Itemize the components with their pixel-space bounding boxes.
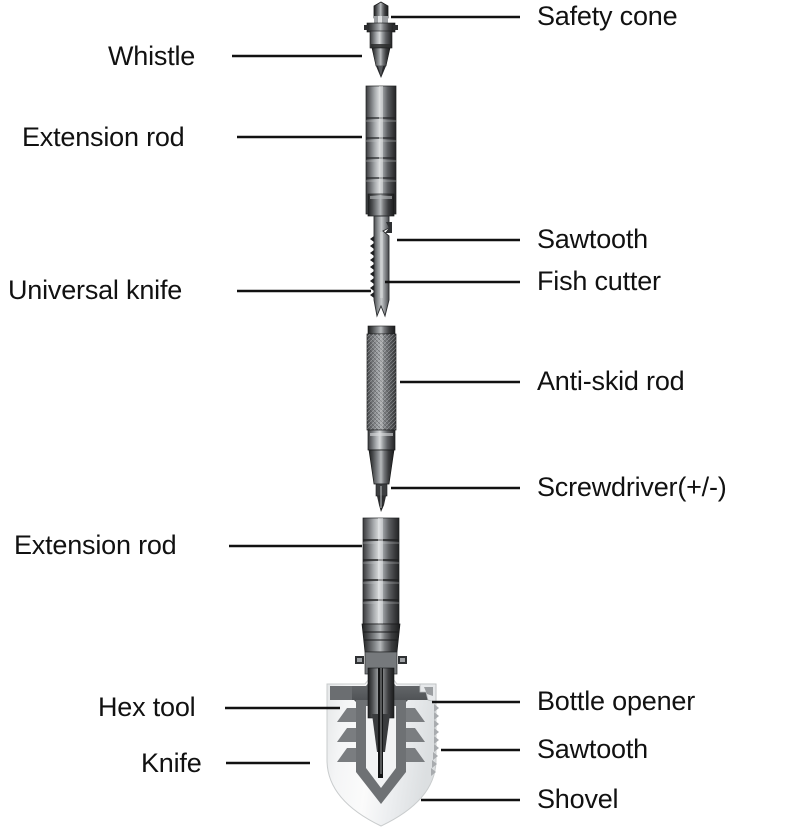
callout-label-fish-cutter: Fish cutter — [537, 266, 661, 296]
callout-label-whistle: Whistle — [108, 41, 196, 71]
screwdriver-bit — [375, 483, 388, 512]
callout-label-hex-tool: Hex tool — [98, 692, 196, 722]
callout-label-sawtooth-bottom: Sawtooth — [537, 734, 648, 764]
callout-label-anti-skid-rod: Anti-skid rod — [537, 366, 685, 396]
callout-label-bottle-opener: Bottle opener — [537, 686, 696, 716]
callout-label-universal-knife: Universal knife — [8, 275, 183, 305]
universal-knife-blade — [370, 215, 392, 318]
callout-label-screwdriver: Screwdriver(+/-) — [537, 472, 727, 502]
safety-cone-module — [364, 1, 398, 78]
upper-extension-rod — [365, 85, 397, 217]
shovel-head — [326, 667, 439, 827]
anti-skid-rod — [366, 325, 397, 485]
callout-label-sawtooth-top: Sawtooth — [537, 224, 648, 254]
callout-label-safety-cone: Safety cone — [537, 1, 678, 31]
callout-label-knife: Knife — [141, 748, 202, 778]
callout-label-shovel: Shovel — [537, 784, 619, 814]
leader-lines — [225, 15, 520, 802]
lower-extension-rod — [355, 517, 407, 675]
callout-label-extension-rod-2: Extension rod — [14, 530, 177, 560]
callout-label-extension-rod-1: Extension rod — [22, 122, 185, 152]
